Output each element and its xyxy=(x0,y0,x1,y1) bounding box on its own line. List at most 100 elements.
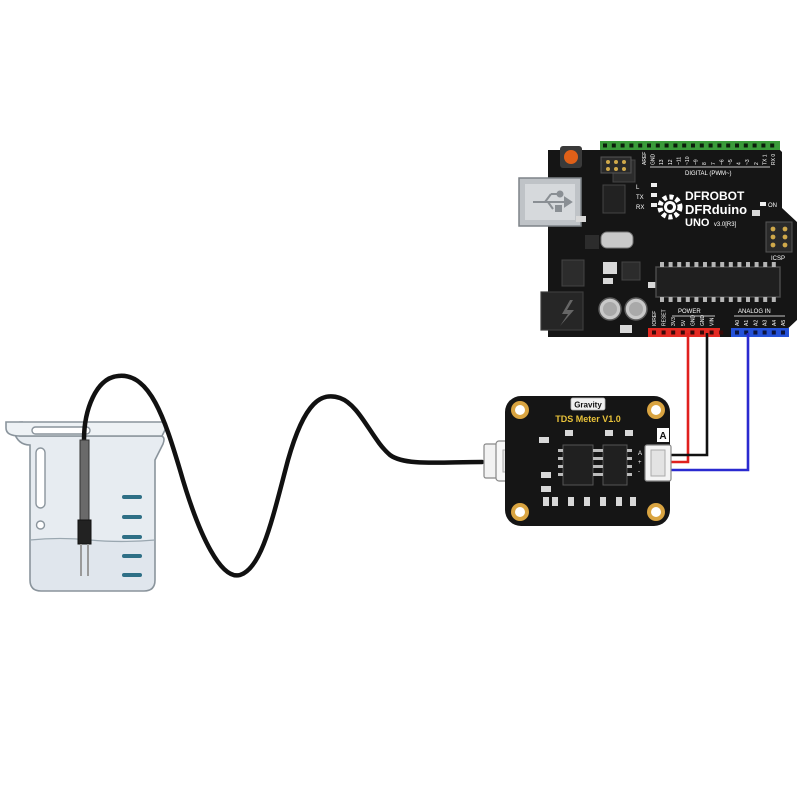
header-pin xyxy=(761,143,766,148)
svg-text:RX: RX xyxy=(636,205,644,211)
analog-pin-label: A3 xyxy=(763,320,769,326)
tds-board-title: TDS Meter V1.0 xyxy=(555,414,621,424)
header-pin xyxy=(611,143,616,148)
gravity-badge xyxy=(570,397,606,411)
header-pin xyxy=(771,330,776,335)
power-pin-label: VIN xyxy=(710,317,716,326)
wire-a0-blue xyxy=(671,333,750,472)
header-pin xyxy=(647,143,651,148)
pin-label-minus: - xyxy=(638,469,640,475)
chip-pin xyxy=(660,297,664,302)
power-pin-label: 3V3 xyxy=(671,317,677,326)
chip-pin xyxy=(746,262,750,267)
chip-pin xyxy=(685,262,690,267)
header-pin xyxy=(691,143,695,148)
svg-text:L: L xyxy=(636,185,640,191)
digital-header-label: DIGITAL (PWM~) xyxy=(685,171,732,177)
analog-pin-label: A1 xyxy=(744,320,750,326)
digital-pin-label: GND xyxy=(651,154,657,166)
header-pin xyxy=(661,330,666,335)
chip-pin xyxy=(771,297,776,302)
header-pin xyxy=(781,330,785,335)
analog-header-label: ANALOG IN xyxy=(738,309,771,315)
header-pin xyxy=(652,330,656,335)
header-pin xyxy=(680,330,685,335)
header-pin xyxy=(709,330,714,335)
probe-cable xyxy=(81,373,485,578)
chip-pin xyxy=(685,297,690,302)
tds-probe xyxy=(77,439,92,576)
chip-pin xyxy=(720,297,725,302)
arduino-version: UNO v3.0[R3] xyxy=(685,213,737,230)
chip-pin xyxy=(771,262,776,267)
status-leds: L TX RX ON ICSP xyxy=(636,183,785,262)
power-pin-label: IOREF xyxy=(652,311,658,326)
chip-pin xyxy=(677,262,682,267)
header-pin xyxy=(620,143,625,148)
beaker-graduations xyxy=(122,495,142,577)
digital-pin-label: 13 xyxy=(659,159,665,165)
header-pin xyxy=(770,143,775,148)
digital-pin-label: ~10 xyxy=(685,156,691,165)
header-pin xyxy=(726,143,731,148)
digital-pin-label: 2 xyxy=(754,162,760,165)
power-pin-label: GND xyxy=(690,315,696,327)
power-jack xyxy=(540,291,584,331)
digital-pin-label: 7 xyxy=(711,162,717,165)
header-pin xyxy=(603,143,607,148)
chip-pin xyxy=(763,262,768,267)
digital-pin-label: ~5 xyxy=(728,159,734,165)
arduino-model: DFRduino xyxy=(685,202,747,217)
digital-pin-label: ~3 xyxy=(745,159,751,165)
header-pin xyxy=(717,143,722,148)
analog-pin-label: A4 xyxy=(772,320,778,326)
mount-holes xyxy=(511,401,665,521)
dfrobot-gear-icon xyxy=(657,194,683,220)
digital-pin-label: RX 0 xyxy=(771,154,777,165)
analog-pin-label: A0 xyxy=(735,320,741,326)
chip-pin xyxy=(728,297,733,302)
chip-pin xyxy=(694,262,699,267)
chip-pin xyxy=(711,262,716,267)
header-pin xyxy=(682,143,687,148)
header-pin xyxy=(762,330,767,335)
signal-wires xyxy=(671,333,750,472)
pin-label-a: A xyxy=(638,451,642,457)
header-pin xyxy=(673,143,678,148)
chip-pin xyxy=(763,297,768,302)
chip-pin xyxy=(754,262,759,267)
digital-pin-label: 8 xyxy=(702,162,708,165)
power-header-label: POWER xyxy=(678,309,701,315)
usb-connector xyxy=(518,177,582,227)
chip-pin xyxy=(746,297,750,302)
chip-pin xyxy=(737,297,742,302)
chip-pin xyxy=(711,297,716,302)
digital-pin-label: ~11 xyxy=(676,157,682,165)
pin-label-plus: + xyxy=(638,460,642,466)
svg-text:TX: TX xyxy=(636,195,644,201)
digital-pin-label: TX 1 xyxy=(762,154,768,165)
output-connector xyxy=(644,444,672,482)
header-pin xyxy=(664,143,669,148)
tds-meter-board: Gravity TDS Meter V1.0 A A + - xyxy=(483,396,672,526)
chip-pin xyxy=(720,262,725,267)
tds-connector-label: A xyxy=(659,431,666,442)
header-pin xyxy=(708,143,713,148)
analog-pin-label: A5 xyxy=(781,320,787,326)
arduino-brand: DFROBOT xyxy=(685,189,745,203)
digital-pin-label: ~9 xyxy=(694,159,700,165)
chip-pin xyxy=(728,262,733,267)
chip-pin xyxy=(668,297,673,302)
arduino-board: DFROBOT DFRduino UNO v3.0[R3] L TX RX ON… xyxy=(518,141,797,337)
digital-pin-label: AREF xyxy=(642,152,648,165)
on-label: ON xyxy=(768,203,777,209)
chip-pin xyxy=(668,262,673,267)
header-pin xyxy=(700,330,704,335)
header-pin xyxy=(629,143,634,148)
header-pin xyxy=(735,330,739,335)
tds-ic-left xyxy=(558,444,598,486)
header-pin xyxy=(744,330,749,335)
header-pin xyxy=(743,143,748,148)
